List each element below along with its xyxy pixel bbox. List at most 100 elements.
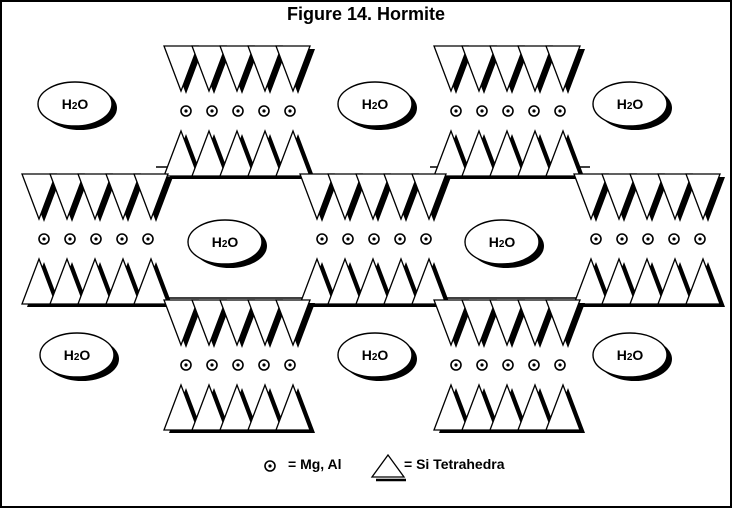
mg-al-dot-icon [476,359,488,371]
tetrahedron-down-icon [433,45,473,94]
mg-al-dot-icon [342,233,354,245]
water-label: H2O [362,347,389,363]
tetrahedron-up-icon [275,129,315,179]
mg-al-dot-icon [90,233,102,245]
figure-title: Figure 14. Hormite [286,4,446,24]
legend-si-tetrahedra-label: = Si Tetrahedra [404,456,505,472]
mg-al-dot-icon [284,359,296,371]
tetrahedron-down-icon [545,45,585,94]
silicate-ribbon-3 [21,173,173,307]
mg-al-dot-icon [316,233,328,245]
tetrahedron-up-icon [133,257,173,307]
mg-al-dot-icon [450,105,462,117]
mg-al-dot-icon [450,359,462,371]
tetrahedron-down-icon [105,173,145,222]
mg-al-dot-icon [180,105,192,117]
tetrahedron-down-icon [77,173,117,222]
silicate-ribbon-2 [433,45,585,179]
tetrahedron-down-icon [163,299,203,348]
water-label: H2O [489,234,516,250]
tetrahedron-up-icon [411,257,451,307]
mg-al-dot-icon [206,105,218,117]
water-label: H2O [212,234,239,250]
tetrahedron-down-icon [601,173,641,222]
water-label: H2O [62,96,89,112]
silicate-ribbon-7 [433,299,585,433]
tetrahedron-down-icon [191,45,231,94]
water-label: H2O [64,347,91,363]
tetrahedron-down-icon [489,45,529,94]
mg-al-dot-icon [258,105,270,117]
silicate-ribbon-1 [163,45,315,179]
mg-al-dot-icon [420,233,432,245]
water-label: H2O [617,96,644,112]
tetrahedron-down-icon [219,45,259,94]
legend-mg-al-label: = Mg, Al [288,456,342,472]
tetrahedron-down-icon [49,173,89,222]
tetrahedron-down-icon [517,299,557,348]
mg-al-dot-icon [502,359,514,371]
tetrahedron-up-icon [545,129,585,179]
mg-al-dot-icon [554,359,566,371]
tetrahedron-up-icon [685,257,725,307]
tetrahedron-down-icon [383,173,423,222]
tetrahedron-down-icon [247,299,287,348]
mg-al-dot-icon [694,233,706,245]
tetrahedron-down-icon [275,45,315,94]
tetrahedron-down-icon [355,173,395,222]
mg-al-dot-icon [116,233,128,245]
tetrahedron-down-icon [21,173,61,222]
mg-al-dot-icon [142,233,154,245]
mg-al-dot-icon [554,105,566,117]
water-label: H2O [362,96,389,112]
water-molecule-5: H2O [464,219,544,268]
tetrahedron-up-icon [545,383,585,433]
tetrahedron-down-icon [461,45,501,94]
mg-al-dot-icon [180,359,192,371]
tetrahedron-down-icon [517,45,557,94]
water-molecule-7: H2O [337,332,417,381]
water-molecule-4: H2O [187,219,267,268]
tetrahedron-down-icon [657,173,697,222]
tetrahedron-down-icon [489,299,529,348]
mg-al-dot-icon [38,233,50,245]
tetrahedron-down-icon [299,173,339,222]
tetrahedron-down-icon [327,173,367,222]
silicate-ribbon-5 [573,173,725,307]
water-molecule-8: H2O [592,332,672,381]
mg-al-dot-icon [232,359,244,371]
water-molecule-3: H2O [592,81,672,130]
tetrahedron-down-icon [685,173,725,222]
tetrahedron-down-icon [573,173,613,222]
mg-al-dot-icon [368,233,380,245]
tetrahedron-down-icon [433,299,473,348]
mg-al-dot-icon [668,233,680,245]
water-molecule-1: H2O [37,81,117,130]
mg-al-dot-icon [476,105,488,117]
tetrahedron-down-icon [163,45,203,94]
silicate-ribbon-6 [163,299,315,433]
mg-al-dot-icon [528,359,540,371]
tetrahedron-down-icon [133,173,173,222]
tetrahedron-up-icon [275,383,315,433]
mg-al-dot-icon [642,233,654,245]
tetrahedron-down-icon [275,299,315,348]
water-molecule-6: H2O [39,332,119,381]
tetrahedron-down-icon [545,299,585,348]
mg-al-dot-icon [502,105,514,117]
water-molecule-2: H2O [337,81,417,130]
tetrahedron-down-icon [191,299,231,348]
tetrahedron-down-icon [219,299,259,348]
tetrahedron-down-icon [247,45,287,94]
mg-al-dot-icon [258,359,270,371]
tetrahedron-down-icon [461,299,501,348]
mg-al-dot-icon [232,105,244,117]
mg-al-dot-icon [590,233,602,245]
mg-al-dot-icon [264,460,276,472]
mg-al-dot-icon [64,233,76,245]
si-tetrahedron-icon [370,453,406,482]
mg-al-dot-icon [394,233,406,245]
mg-al-dot-icon [528,105,540,117]
tetrahedron-down-icon [629,173,669,222]
